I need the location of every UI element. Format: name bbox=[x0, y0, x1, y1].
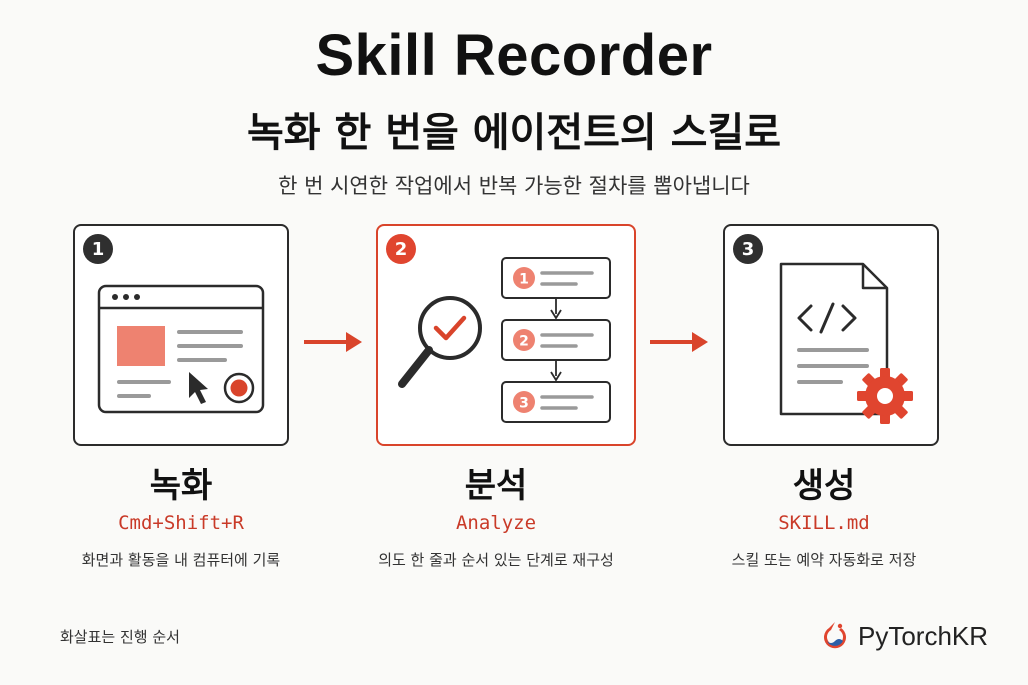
brand-name: PyTorchKR bbox=[858, 620, 989, 651]
flow-arrow-icon bbox=[650, 332, 708, 352]
check-icon bbox=[433, 315, 467, 341]
page-title: Skill Recorder bbox=[315, 23, 713, 88]
step-badge: 3 bbox=[733, 234, 763, 264]
step-code-record: Cmd+Shift+R bbox=[118, 512, 244, 534]
step-card-analyze: 1 2 3 2 bbox=[376, 224, 636, 446]
step-code-analyze: Analyze bbox=[455, 512, 537, 534]
step-desc-analyze: 의도 한 줄과 순서 있는 단계로 재구성 bbox=[378, 551, 614, 569]
analyze-illustration: 1 2 3 bbox=[398, 257, 611, 423]
cursor-icon bbox=[189, 372, 208, 404]
code-icon bbox=[797, 304, 813, 332]
step-card-record: 1 bbox=[73, 224, 289, 446]
document-icon bbox=[779, 262, 889, 416]
footnote: 화살표는 진행 순서 bbox=[60, 628, 180, 646]
page-subtitle: 녹화 한 번을 에이전트의 스킬로 bbox=[246, 110, 782, 156]
generate-illustration bbox=[779, 262, 913, 424]
pytorch-flame-icon bbox=[824, 622, 846, 649]
step-badge: 2 bbox=[386, 234, 416, 264]
record-illustration bbox=[97, 284, 265, 414]
list-item-number: 2 bbox=[519, 334, 529, 350]
step-desc-generate: 스킬 또는 예약 자동화로 저장 bbox=[731, 551, 917, 569]
step-desc-record: 화면과 활동을 내 컴퓨터에 기록 bbox=[81, 551, 281, 569]
list-item-number: 3 bbox=[519, 396, 529, 412]
step-name-record: 녹화 bbox=[149, 466, 213, 506]
flow-arrow-icon bbox=[304, 332, 362, 352]
magnifier-icon bbox=[418, 296, 482, 360]
gear-icon bbox=[857, 368, 913, 424]
step-name-analyze: 분석 bbox=[464, 466, 528, 506]
step-code-generate: SKILL.md bbox=[778, 512, 870, 534]
step-name-generate: 생성 bbox=[792, 466, 856, 506]
list-item-number: 1 bbox=[519, 272, 529, 288]
step-badge: 1 bbox=[83, 234, 113, 264]
page-tagline: 한 번 시연한 작업에서 반복 가능한 절차를 뽑아냅니다 bbox=[278, 174, 750, 198]
brand-logo: PyTorchKR bbox=[820, 620, 988, 652]
step-card-generate: 3 bbox=[723, 224, 939, 446]
